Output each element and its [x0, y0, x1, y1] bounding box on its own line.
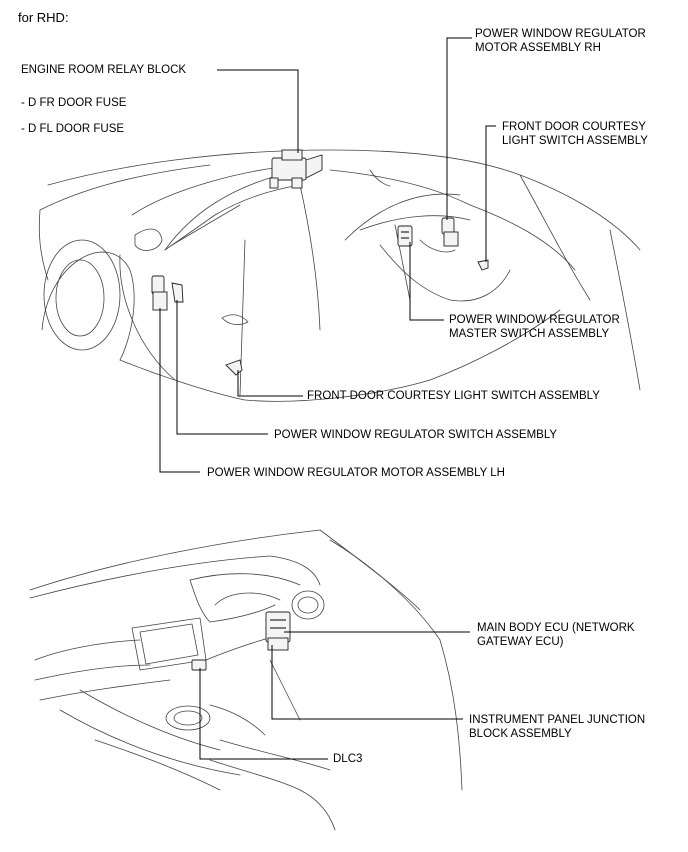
- courtesy-switch-lh-part: [225, 359, 243, 376]
- courtesy-switch-rh-part: [477, 259, 489, 271]
- label-pw-motor-rh-line1: POWER WINDOW REGULATOR: [475, 28, 646, 40]
- main-body-ecu-part: [265, 611, 291, 643]
- label-ip-junction-line1: INSTRUMENT PANEL JUNCTION: [469, 714, 646, 726]
- label-master-switch-line2: MASTER SWITCH ASSEMBLY: [449, 328, 610, 340]
- label-ip-junction-line2: BLOCK ASSEMBLY: [469, 728, 572, 740]
- engine-room-relay-block-part: [269, 149, 323, 189]
- dashboard-outline: [29, 529, 463, 831]
- leader-lines-bottom: [199, 631, 470, 760]
- pw-motor-lh-part: [151, 275, 168, 311]
- pw-motor-rh-part: [441, 217, 459, 247]
- label-pw-motor-rh-line2: MOTOR ASSEMBLY RH: [475, 42, 601, 54]
- label-courtesy-lh: FRONT DOOR COURTESY LIGHT SWITCH ASSEMBL…: [307, 390, 600, 402]
- master-switch-part: [397, 225, 413, 247]
- car-body-outline: [38, 149, 641, 402]
- label-pw-motor-lh: POWER WINDOW REGULATOR MOTOR ASSEMBLY LH: [207, 467, 505, 479]
- pw-switch-part: [171, 282, 184, 303]
- label-courtesy-rh-line2: LIGHT SWITCH ASSEMBLY: [502, 135, 648, 147]
- label-d-fr-door-fuse: - D FR DOOR FUSE: [21, 97, 127, 109]
- label-d-fl-door-fuse: - D FL DOOR FUSE: [21, 123, 125, 135]
- page-heading: for RHD:: [18, 10, 69, 25]
- dlc3-part: [191, 659, 207, 671]
- label-master-switch-line1: POWER WINDOW REGULATOR: [449, 314, 620, 326]
- label-pw-switch: POWER WINDOW REGULATOR SWITCH ASSEMBLY: [274, 429, 558, 441]
- label-main-body-ecu-line2: GATEWAY ECU): [477, 636, 564, 648]
- label-courtesy-rh-line1: FRONT DOOR COURTESY: [502, 121, 646, 133]
- label-main-body-ecu-line1: MAIN BODY ECU (NETWORK: [477, 622, 635, 634]
- label-dlc3: DLC3: [333, 753, 363, 765]
- ip-junction-block-part: [267, 637, 289, 651]
- label-engine-room-relay-block: ENGINE ROOM RELAY BLOCK: [21, 64, 187, 76]
- leader-lines-top: [159, 37, 496, 473]
